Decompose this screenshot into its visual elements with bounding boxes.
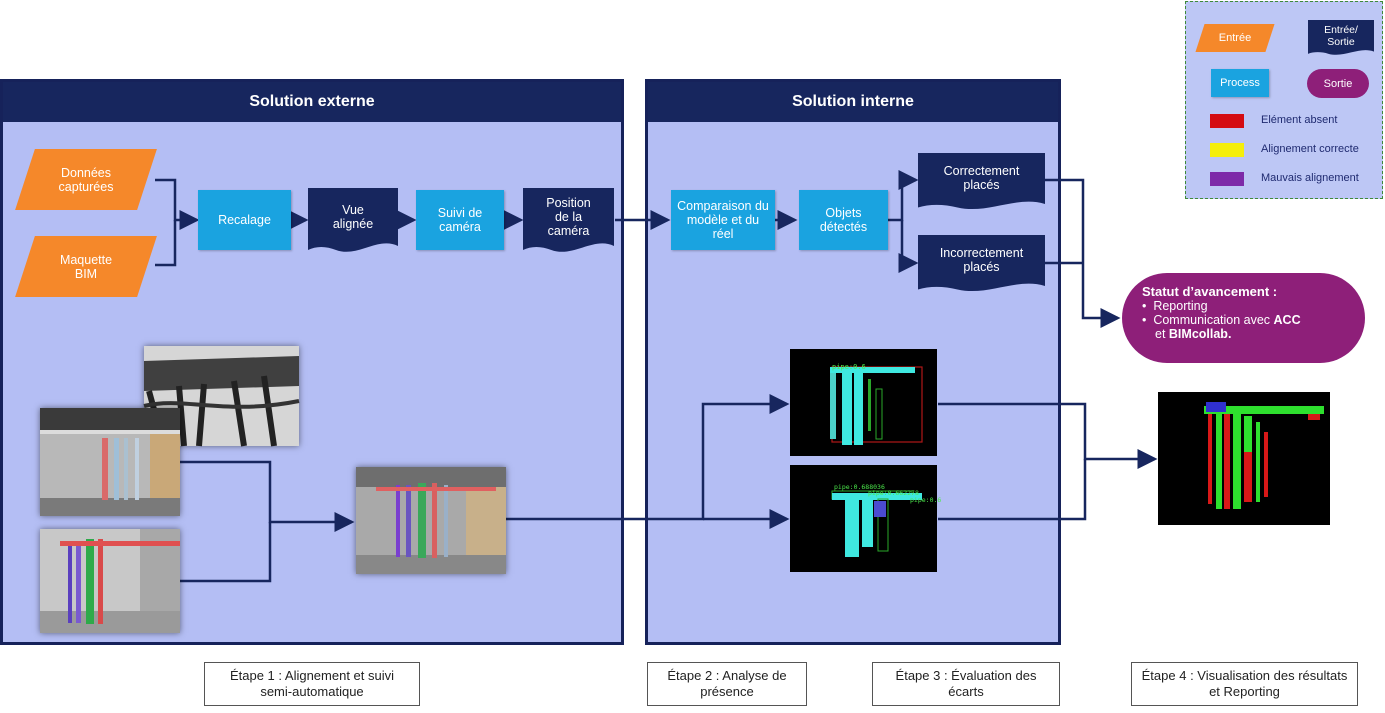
legend-correct-label: Alignement correcte xyxy=(1261,143,1359,155)
legend-entree-label: Entrée xyxy=(1218,32,1252,44)
legend-mauvais-label: Mauvais alignement xyxy=(1261,172,1359,184)
detection-label-3: pipe:0.662278 xyxy=(868,489,919,497)
position-io: Position de la caméra xyxy=(523,188,614,254)
result-image xyxy=(1158,392,1330,525)
detection-image-1: pipe:0.6 xyxy=(790,349,937,456)
objets-process: Objets détectés xyxy=(799,190,888,250)
maquette-input: Maquette BIM xyxy=(15,236,157,297)
legend-absent-swatch xyxy=(1210,114,1244,128)
suivi-process: Suivi de caméra xyxy=(416,190,504,250)
incorrect-line1: Incorrectement xyxy=(939,246,1024,260)
caption-step4-text: Étape 4 : Visualisation des résultats et… xyxy=(1141,668,1348,699)
vue-line2: alignée xyxy=(332,217,374,231)
bim-render-image xyxy=(40,529,180,633)
conn-obj-incorrect xyxy=(898,220,919,273)
caption-step3: Étape 3 : Évaluation des écarts xyxy=(872,662,1060,706)
caption-step4: Étape 4 : Visualisation des résultats et… xyxy=(1131,662,1358,706)
caption-step2: Étape 2 : Analyse de présence xyxy=(647,662,807,706)
conn-obj-correct xyxy=(888,170,919,222)
status-item-reporting: • Reporting xyxy=(1142,299,1208,313)
comparaison-process: Comparaison du modèle et du réel xyxy=(671,190,775,250)
legend-mauvais-swatch xyxy=(1210,172,1244,186)
conn-det-result xyxy=(938,402,1158,469)
legend-correct-swatch xyxy=(1210,143,1244,157)
caption-step2-text: Étape 2 : Analyse de présence xyxy=(667,668,787,699)
caption-step1: Étape 1 : Alignement et suivi semi-autom… xyxy=(204,662,420,706)
conn-correct-status xyxy=(1045,178,1121,328)
status-item2-suffix: et xyxy=(1155,327,1169,341)
internal-panel-header: Solution interne xyxy=(648,82,1058,122)
caption-step3-text: Étape 3 : Évaluation des écarts xyxy=(895,668,1037,699)
conn-aligned-det xyxy=(505,394,790,521)
status-item2-bimcollab: BIMcollab. xyxy=(1168,327,1232,341)
objets-label: Objets détectés xyxy=(819,206,868,234)
recalage-process: Recalage xyxy=(198,190,291,250)
incorrect-line2: placés xyxy=(963,260,1000,274)
detection-label-4: pipe:0.6 xyxy=(910,496,941,504)
conn-maquette xyxy=(155,220,177,267)
legend-entree-sortie-label: Entrée/ Sortie xyxy=(1324,24,1358,48)
suivi-label: Suivi de caméra xyxy=(437,206,483,234)
internal-panel-title: Solution interne xyxy=(792,93,914,110)
external-panel-header: Solution externe xyxy=(3,82,621,122)
legend: Entrée Entrée/ Sortie Process Sortie Elé… xyxy=(1185,1,1383,199)
legend-process: Process xyxy=(1211,69,1269,97)
position-label: Position de la caméra xyxy=(546,196,591,238)
status-output: Statut d’avancement : • Reporting • Comm… xyxy=(1122,273,1365,363)
correct-line2: placés xyxy=(963,178,1000,192)
correct-line1: Correctement xyxy=(943,164,1020,178)
donnees-label: Données capturées xyxy=(58,165,114,194)
status-item-communication: • Communication avec ACC xyxy=(1142,313,1301,327)
status-title: Statut d’avancement : xyxy=(1142,284,1278,299)
detection-label-2: pipe:0.688036 xyxy=(834,483,885,491)
status-item2-prefix: Communication avec xyxy=(1153,313,1274,327)
donnees-input: Données capturées xyxy=(15,149,157,210)
legend-absent-label: Elément absent xyxy=(1261,114,1338,126)
status-item2-acc: ACC xyxy=(1273,313,1301,327)
conn-photo1 xyxy=(180,460,355,532)
comparaison-label: Comparaison du modèle et du réel xyxy=(677,199,769,241)
detection-label-1: pipe:0.6 xyxy=(832,363,866,371)
external-panel-title: Solution externe xyxy=(249,93,375,110)
conn-photo2 xyxy=(180,522,272,583)
caption-step1-text: Étape 1 : Alignement et suivi semi-autom… xyxy=(229,668,395,699)
status-item1-text: Reporting xyxy=(1153,299,1208,313)
site-photo xyxy=(40,408,180,516)
status-item-communication-2: et BIMcollab. xyxy=(1142,327,1347,341)
legend-entree: Entrée xyxy=(1195,24,1275,52)
recalage-label: Recalage xyxy=(218,213,271,227)
conn-donnees xyxy=(155,178,200,230)
aligned-view-image xyxy=(356,467,506,574)
legend-process-label: Process xyxy=(1220,77,1260,89)
legend-sortie-label: Sortie xyxy=(1323,77,1353,90)
legend-entree-sortie: Entrée/ Sortie xyxy=(1308,20,1374,56)
maquette-label: Maquette BIM xyxy=(59,252,113,281)
legend-sortie: Sortie xyxy=(1307,69,1369,98)
vue-line1: Vue xyxy=(342,203,364,217)
conn-det2-result xyxy=(938,459,1087,521)
detection-image-2: pipe:0.688036 pipe:0.662278 pipe:0.6 xyxy=(790,465,941,572)
